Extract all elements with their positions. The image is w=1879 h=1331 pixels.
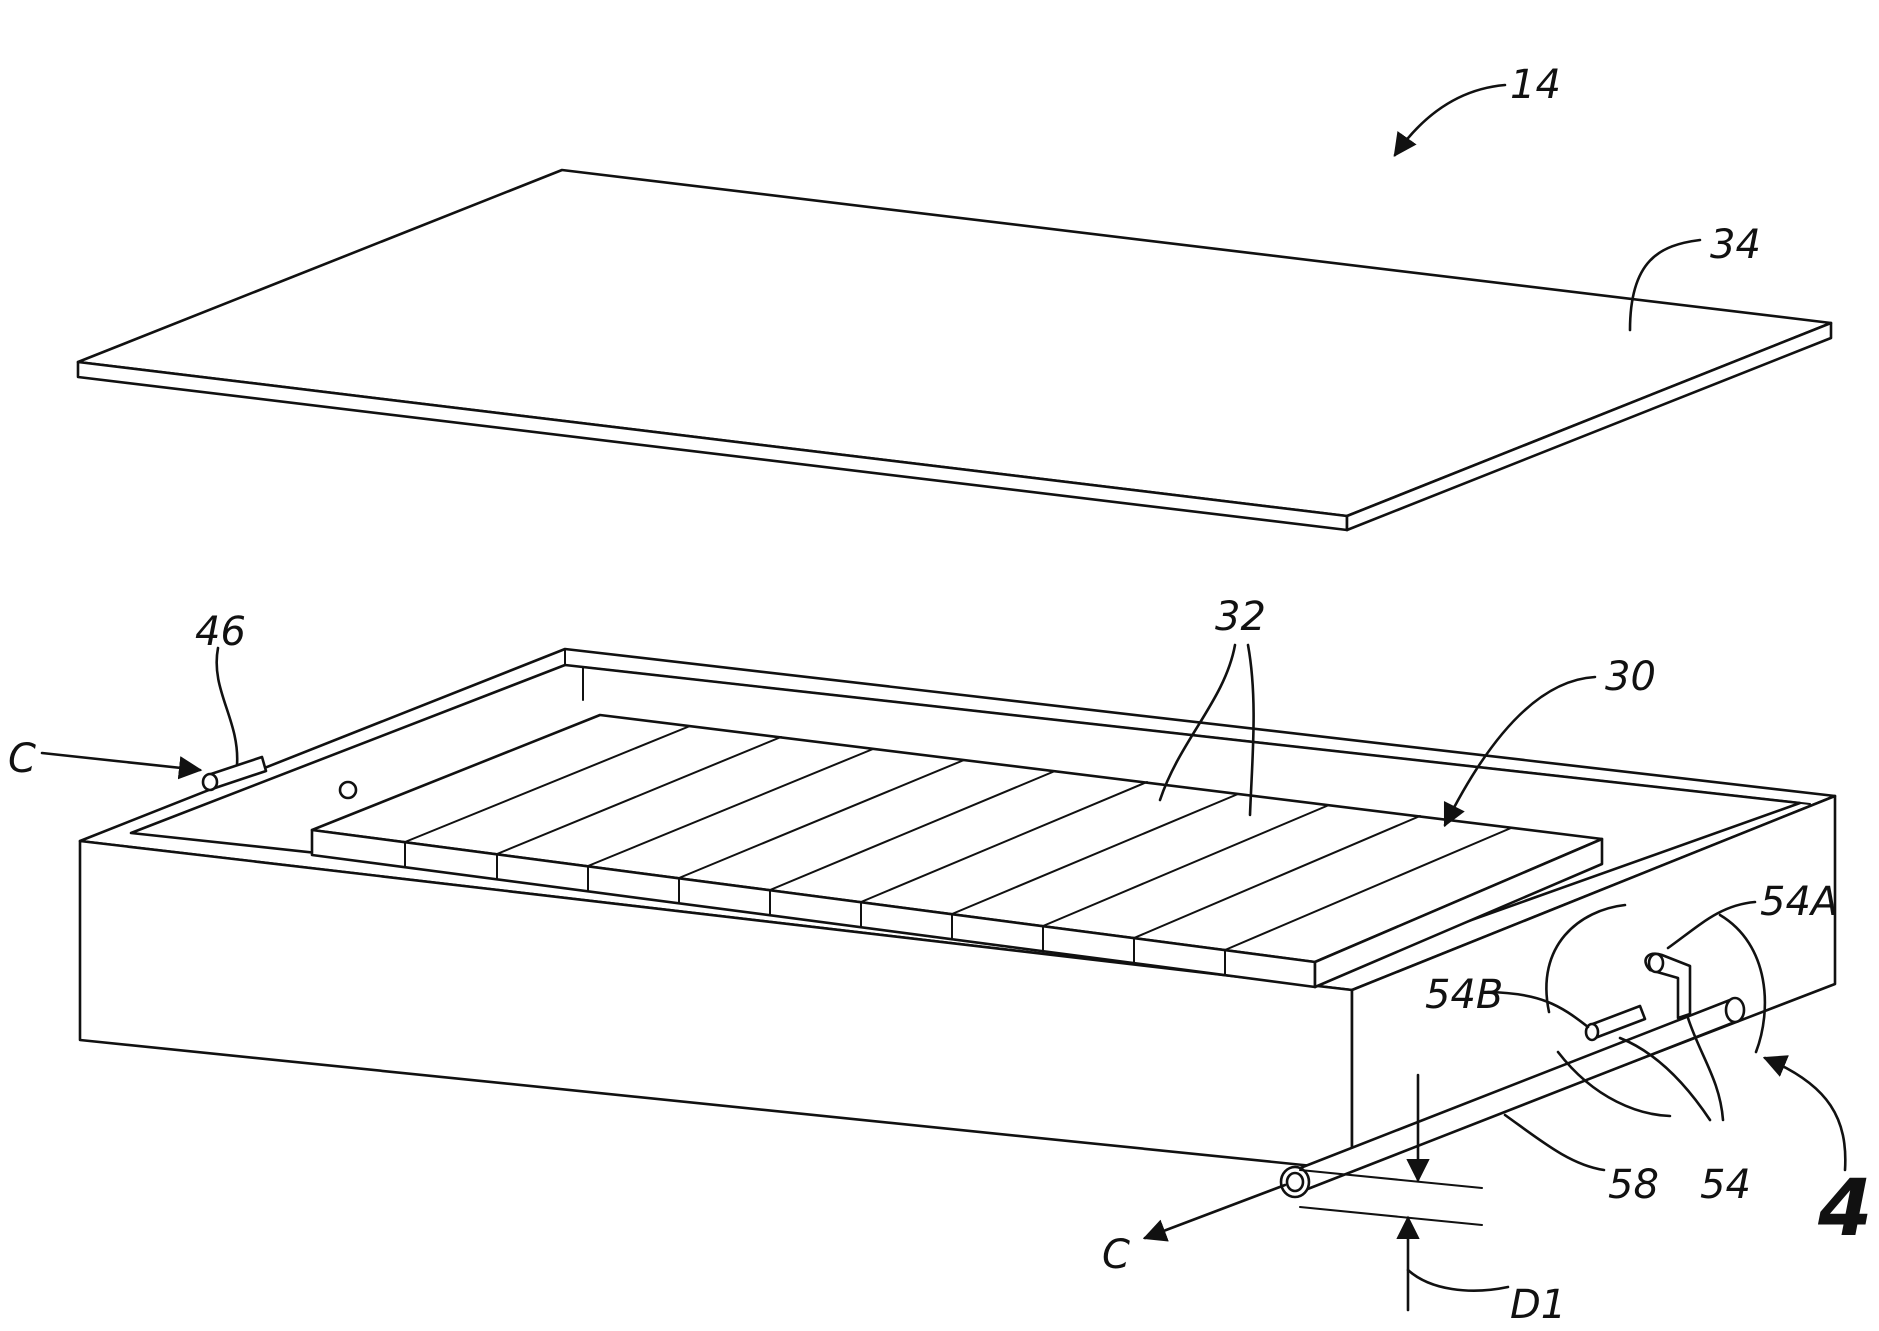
label-branch-a: 54A [1760,879,1838,925]
label-cell-array: 30 [1605,654,1656,700]
label-cells: 32 [1215,594,1266,640]
label-diameter: D1 [1510,1282,1566,1328]
label-branch: 54 [1700,1162,1751,1208]
label-flow-in: C [8,736,36,782]
label-cooling-tube: 58 [1608,1162,1659,1208]
cover-plate [78,170,1831,530]
label-cover: 34 [1710,222,1761,268]
label-branch-b: 54B [1425,972,1503,1018]
label-inlet-port: 46 [195,609,246,655]
label-flow-out: C [1102,1232,1130,1278]
label-detail-view: 4 [1817,1164,1872,1254]
label-assembly: 14 [1510,62,1561,108]
